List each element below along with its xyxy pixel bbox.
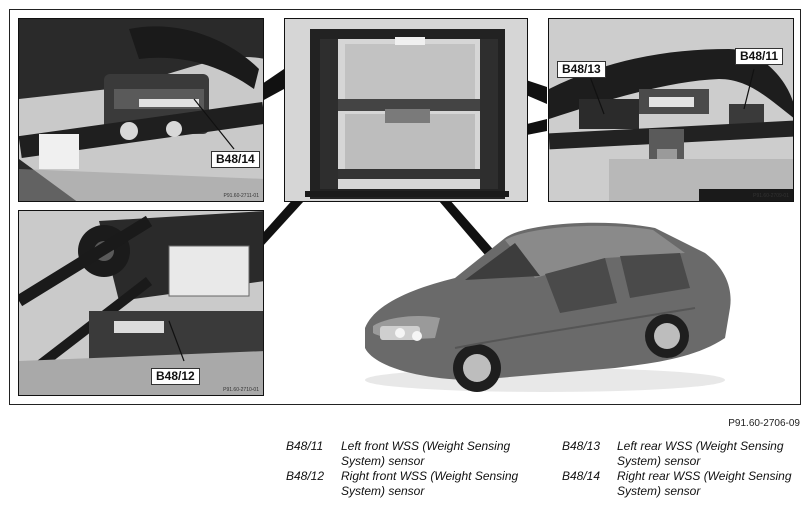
legend-desc: Left rear WSS (Weight Sensing System) se… [617,439,784,468]
legend-item: B48/11 Left front WSS (Weight Sensing Sy… [286,439,556,469]
photo-right-rear-sensor: B48/14 P91.60-2711-01 [18,18,264,202]
callout-b48-13: B48/13 [557,61,606,78]
legend-key: B48/13 [562,439,601,453]
photo-right-front-sensor: B48/12 P91.60-2710-01 [18,210,264,396]
legend-item: B48/14 Right rear WSS (Weight Sensing Sy… [562,469,807,499]
callout-b48-14: B48/14 [211,151,260,168]
legend-desc: Right front WSS (Weight Sensing System) … [341,469,519,498]
callout-b48-11: B48/11 [735,48,784,65]
legend-desc: Left front WSS (Weight Sensing System) s… [341,439,511,468]
photo-code: P91.60-2711-01 [223,193,260,199]
legend-item: B48/13 Left rear WSS (Weight Sensing Sys… [562,439,807,469]
photo-left-sensors: B48/13 B48/11 P91.60-2709-01 [548,18,794,202]
callout-b48-12: B48/12 [151,368,200,385]
legend-key: B48/14 [562,469,601,483]
figure-id: P91.60-2706-09 [728,418,800,429]
legend-item: B48/12 Right front WSS (Weight Sensing S… [286,469,556,499]
legend-column-right: B48/13 Left rear WSS (Weight Sensing Sys… [562,439,807,503]
legend-desc: Right rear WSS (Weight Sensing System) s… [617,469,792,498]
illustration-frame: B48/14 P91.60-2711-01 [9,9,801,405]
legend-key: B48/12 [286,469,325,483]
photo-seat-frame [284,18,528,202]
legend-column-left: B48/11 Left front WSS (Weight Sensing Sy… [286,439,556,503]
legend-key: B48/11 [286,439,324,453]
photo-code: P91.60-2709-01 [753,193,789,199]
photo-code: P91.60-2710-01 [223,387,259,393]
vehicle-illustration [365,222,731,392]
